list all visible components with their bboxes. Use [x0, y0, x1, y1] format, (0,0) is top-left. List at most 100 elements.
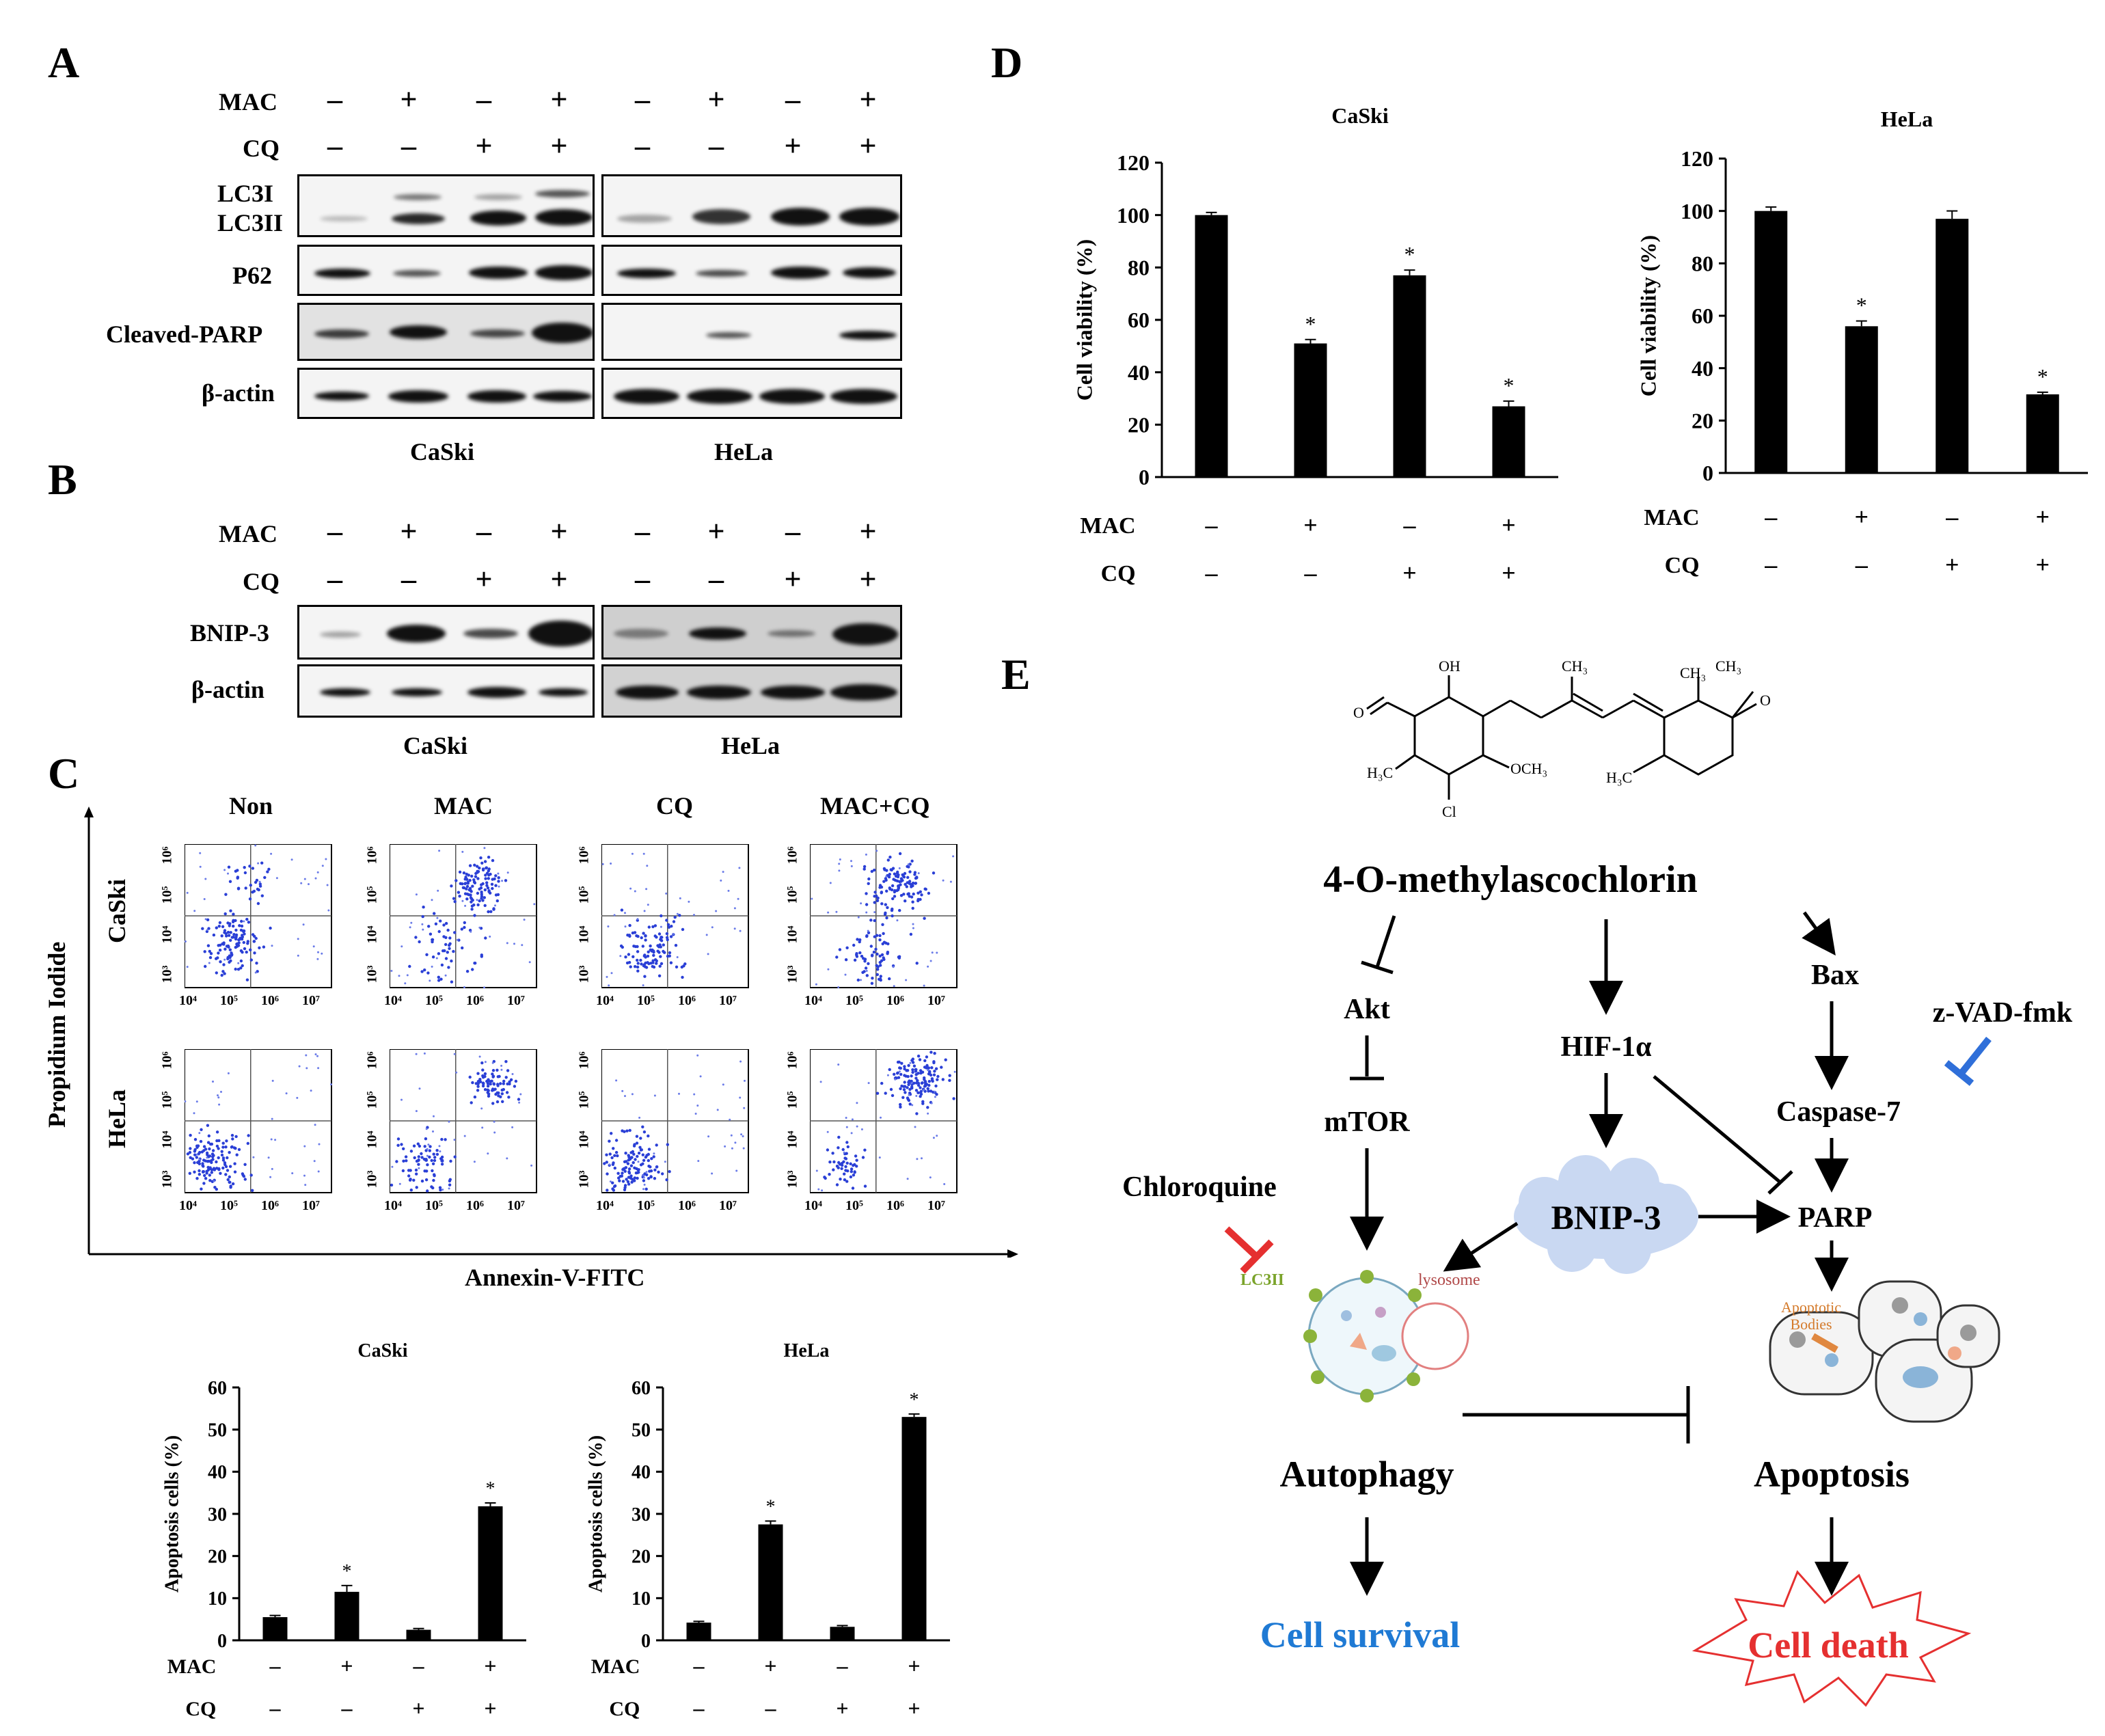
svg-text:OH: OH	[1439, 657, 1461, 675]
panelA-cq-4: –	[635, 129, 650, 163]
hif-node: HIF-1α	[1560, 1031, 1652, 1063]
chart-title: CaSki	[1331, 103, 1389, 128]
mac-sign: +	[764, 1653, 776, 1678]
y-tick-label: 30	[632, 1504, 651, 1525]
hela-label-a: HeLa	[714, 438, 773, 465]
flow-ytick: 10⁴	[364, 1130, 380, 1149]
autophagosome-illustration: LC3II lysosome	[1240, 1270, 1480, 1402]
svg-text:CH₃: CH₃	[1562, 657, 1588, 675]
chart-title: HeLa	[1881, 107, 1933, 131]
svg-text:H₃C: H₃C	[1367, 764, 1393, 781]
y-tick-label: 100	[1681, 199, 1713, 223]
lc3-blot-caski	[297, 174, 595, 237]
flow-xtick: 10⁴	[179, 1198, 197, 1213]
flow-ytick: 10⁶	[785, 846, 800, 865]
panelB-cq-3: +	[550, 562, 568, 596]
svg-text:OCH₃: OCH₃	[1510, 760, 1547, 777]
panelA-mac-1: +	[400, 83, 418, 116]
panelA-cq-7: +	[859, 129, 877, 163]
svg-text:H₃C: H₃C	[1606, 769, 1632, 786]
cq-label: CQ	[1665, 553, 1700, 578]
actin-blot-hela	[601, 368, 902, 419]
panelB-mac-5: +	[707, 515, 725, 548]
y-tick-label: 30	[208, 1504, 227, 1525]
flow-xtick: 10⁴	[596, 993, 614, 1008]
flow-xtick: 10⁵	[845, 993, 863, 1008]
chemical-structure	[1366, 675, 1757, 800]
y-tick-label: 10	[208, 1588, 227, 1610]
cq-sign: +	[2035, 551, 2050, 578]
flow-ytick: 10⁶	[576, 1051, 592, 1070]
flow-xtick: 10⁶	[261, 993, 279, 1008]
lc3ii-tag: LC3II	[1240, 1271, 1284, 1289]
panelA-cq-6: +	[784, 129, 802, 163]
panelA-cq-5: –	[709, 129, 724, 163]
y-tick-label: 20	[1692, 409, 1713, 433]
flow-ytick: 10⁶	[785, 1051, 800, 1070]
cq-sign: –	[1764, 551, 1778, 578]
bar	[1492, 406, 1525, 477]
autophagy-node: Autophagy	[1279, 1454, 1454, 1495]
mac-sign: +	[908, 1653, 920, 1678]
chem-labels: OH CH₃ CH₃ CH₃ O O OCH₃ H₃C H₃C Cl	[1353, 657, 1771, 820]
panelA-cq-0: –	[327, 129, 342, 163]
flow-xtick: 10⁵	[637, 993, 655, 1008]
bar	[901, 1417, 927, 1640]
flow-xtick: 10⁶	[886, 993, 904, 1008]
lc3-blot-hela	[601, 174, 902, 237]
bar	[1294, 343, 1327, 477]
mac-label: MAC	[591, 1655, 640, 1678]
lc3i-label: LC3I	[217, 180, 274, 207]
y-tick-label: 10	[632, 1588, 651, 1610]
bar	[262, 1617, 288, 1640]
svg-text:Cl: Cl	[1442, 803, 1456, 820]
flow-xtick: 10⁷	[507, 993, 525, 1008]
beta-actin-label: β-actin	[191, 676, 264, 703]
flow-xtick: 10⁷	[927, 1198, 945, 1213]
flow-xtick: 10⁴	[384, 1198, 402, 1213]
flow-ytick: 10⁵	[785, 1091, 800, 1109]
p62-blot-hela	[601, 245, 902, 296]
panel-label-d: D	[991, 38, 1023, 87]
cq-row-label: CQ	[243, 135, 280, 162]
flow-plot-caski-2	[601, 844, 749, 988]
flow-xtick: 10⁷	[719, 1198, 737, 1213]
panelA-mac-2: –	[476, 83, 491, 116]
panelB-mac-0: –	[327, 515, 342, 548]
panelA-cq-3: +	[550, 129, 568, 163]
bar	[1393, 275, 1426, 477]
flow-ytick: 10⁴	[785, 1130, 800, 1149]
p62-label: P62	[232, 262, 272, 289]
mac-row-label: MAC	[219, 520, 277, 547]
mac-sign: +	[2035, 503, 2050, 530]
panelA-mac-6: –	[785, 83, 800, 116]
y-tick-label: 40	[1128, 360, 1150, 385]
flow-ytick: 10⁵	[364, 886, 380, 904]
panelA-mac-3: +	[550, 83, 568, 116]
bar	[830, 1627, 855, 1640]
cq-label: CQ	[1101, 561, 1136, 586]
flow-xtick: 10⁷	[302, 993, 320, 1008]
flow-xtick: 10⁶	[261, 1198, 279, 1213]
panelB-mac-2: –	[476, 515, 491, 548]
zvad-node: z-VAD-fmk	[1933, 997, 2073, 1029]
cell-death-burst	[1692, 1570, 1972, 1707]
bar	[334, 1592, 359, 1640]
cq-label: CQ	[609, 1698, 640, 1720]
p62-blot-caski	[297, 245, 595, 296]
actin-blot-caski	[297, 368, 595, 419]
panelB-mac-1: +	[400, 515, 418, 548]
flow-xtick: 10⁴	[804, 993, 822, 1008]
cq-sign: –	[1205, 559, 1219, 586]
cell-survival-node: Cell survival	[1260, 1614, 1461, 1655]
flow-plot-caski-3	[810, 844, 958, 988]
cleaved-parp-label: Cleaved-PARP	[106, 321, 263, 348]
mac-sign: +	[1854, 503, 1869, 530]
mac-sign: +	[484, 1653, 496, 1678]
mac-sign: +	[1303, 511, 1318, 539]
flow-ytick: 10⁶	[364, 1051, 380, 1070]
mac-sign: –	[1764, 503, 1778, 530]
flow-ytick: 10³	[576, 965, 592, 984]
y-tick-label: 20	[632, 1546, 651, 1567]
y-tick-label: 0	[217, 1631, 227, 1652]
